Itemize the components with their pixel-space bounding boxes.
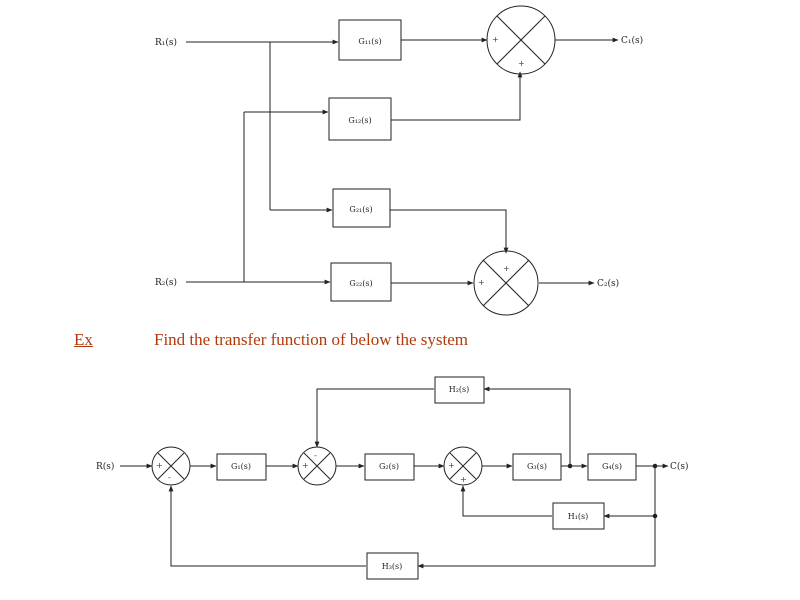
s2-top-sign: - [314, 451, 317, 460]
s1-left-sign: + [156, 461, 163, 470]
g21-to-sum2-line [390, 209, 509, 254]
g21-label: G₂₁(s) [349, 205, 372, 214]
g2-label: G₂(s) [379, 462, 399, 471]
summer-2 [473, 250, 539, 316]
s2-left-sign: + [302, 461, 309, 470]
summer-s3 [443, 446, 483, 486]
c-output-label: C(s) [670, 461, 689, 472]
lower-diagram [120, 376, 669, 580]
sum2-top-sign: + [503, 264, 510, 273]
g4-block [587, 453, 637, 481]
g12-block [328, 97, 392, 141]
h1-feedback-in-line [603, 466, 656, 519]
h3-feedback-out-line [168, 485, 366, 567]
exercise-title: Find the transfer function of below the … [154, 330, 468, 349]
c1-label: C₁(s) [621, 35, 643, 46]
exercise-label: Ex [74, 330, 93, 349]
junction-dot-h1 [652, 513, 658, 519]
h2-label: H₂(s) [449, 385, 470, 394]
sum1-left-sign: + [492, 35, 499, 44]
summer-s1 [151, 446, 191, 486]
junction-dot-g3-g4 [567, 463, 573, 469]
h3-block [366, 552, 419, 580]
s3-left-sign: + [448, 461, 455, 470]
h1-block [552, 502, 605, 530]
g12-to-sum1-line [391, 71, 523, 121]
h2-feedback-in-line [483, 386, 571, 466]
upper-diagram [186, 5, 619, 316]
summer-1 [486, 5, 556, 75]
h3-feedback-in-line [417, 516, 656, 569]
s1-bottom-sign: - [168, 473, 171, 482]
g3-block [512, 453, 562, 481]
g2-block [364, 453, 415, 481]
s3-bottom-sign: + [460, 475, 467, 484]
sum2-left-sign: + [478, 278, 485, 287]
h2-block [434, 376, 485, 404]
g22-label: G₂₂(s) [349, 279, 372, 288]
junction-dot-output [652, 463, 658, 469]
g3-label: G₃(s) [527, 462, 547, 471]
h1-feedback-out-line [460, 485, 552, 517]
g12-label: G₁₂(s) [348, 116, 371, 125]
r2-label: R₂(s) [155, 277, 177, 288]
g1-label: G₁(s) [231, 462, 251, 471]
g11-label: G₁₁(s) [358, 37, 381, 46]
g4-label: G₄(s) [602, 462, 622, 471]
h1-label: H₁(s) [568, 512, 589, 521]
g22-block [330, 262, 392, 302]
g21-block [332, 188, 391, 228]
h2-feedback-out-line [314, 388, 434, 448]
h3-label: H₃(s) [382, 562, 403, 571]
g1-block [216, 453, 267, 481]
r-input-label: R(s) [96, 461, 114, 472]
sum1-bottom-sign: + [518, 59, 525, 68]
summer-s2 [297, 446, 337, 486]
c2-label: C₂(s) [597, 278, 619, 289]
r1-label: R₁(s) [155, 37, 177, 48]
